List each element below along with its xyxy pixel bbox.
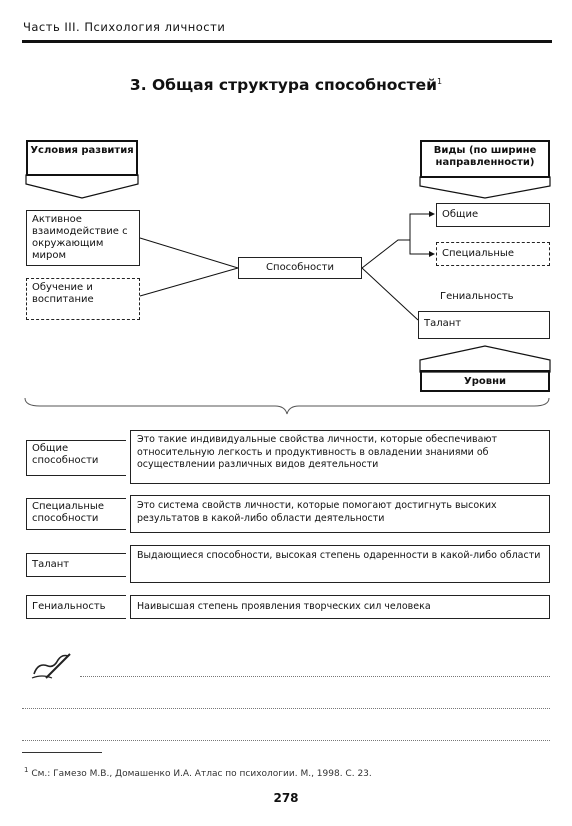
page-title: 3. Общая структура способностей1 [0, 76, 572, 94]
header-rule [22, 40, 552, 43]
level-1-label: Гениальность [440, 291, 514, 302]
connector-condition-1 [139, 237, 239, 269]
definition-text-general: Это такие индивидуальные свойства личнос… [130, 430, 550, 484]
level-box: Талант [418, 311, 550, 339]
definition-term-genius: Гениальность [26, 595, 126, 619]
types-arrow-shape [419, 176, 551, 199]
footnote-rule [22, 752, 102, 753]
condition-1-box: Активное взаимодействие с окружающим мир… [26, 210, 140, 266]
definition-term-talent: Талант [26, 553, 126, 577]
running-header: Часть III. Психология личности [23, 20, 226, 34]
connector-condition-2 [139, 267, 239, 297]
footnote-mark: 1 [24, 766, 29, 774]
levels-arrow-shape [419, 345, 551, 373]
footnote-text: См.: Гамезо М.В., Домашенко И.А. Атлас п… [31, 769, 372, 779]
condition-2-box: Обучение и воспитание [26, 278, 140, 320]
type-1-box: Общие [436, 203, 550, 227]
definition-text-special: Это система свойств личности, которые по… [130, 495, 550, 533]
footnote: 1 См.: Гамезо М.В., Домашенко И.А. Атлас… [24, 766, 372, 779]
definition-term-special: Специальные способности [26, 498, 126, 530]
brace [24, 397, 550, 415]
title-footnote-mark: 1 [436, 76, 443, 86]
connector-type-2 [409, 240, 435, 257]
definition-term-general: Общие способности [26, 440, 126, 476]
levels-header: Уровни [420, 370, 550, 392]
title-text: 3. Общая структура способностей [129, 76, 437, 94]
diagram-connectors [24, 174, 551, 415]
connector-types [361, 239, 410, 269]
pen-icon [31, 653, 71, 679]
page-number: 278 [273, 791, 299, 805]
center-box: Способности [238, 257, 362, 279]
definition-text-talent: Выдающиеся способности, высокая степень … [130, 545, 550, 583]
conditions-arrow-shape [25, 174, 139, 199]
type-2-box: Специальные [436, 242, 550, 266]
definition-text-genius: Наивысшая степень проявления творческих … [130, 595, 550, 619]
conditions-header: Условия развития [26, 140, 138, 176]
note-line-1 [80, 676, 550, 677]
level-2-label: Талант [424, 318, 462, 329]
connector-type-1 [409, 211, 435, 240]
connector-levels [361, 267, 419, 321]
note-line-3 [22, 740, 550, 741]
types-header: Виды (по ширине направленности) [420, 140, 550, 178]
note-line-2 [22, 708, 550, 709]
